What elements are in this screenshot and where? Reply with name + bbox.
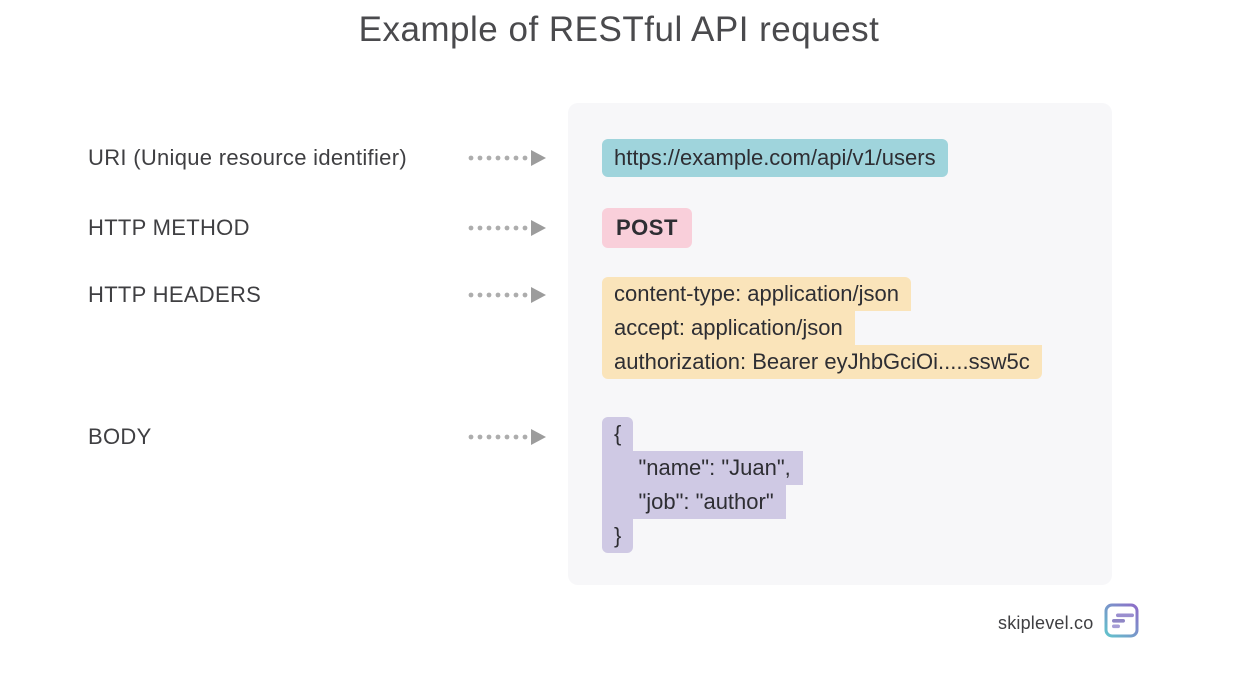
body-line: "name": "Juan", bbox=[602, 451, 803, 485]
http-method-value: POST bbox=[602, 208, 692, 248]
page-title: Example of RESTful API request bbox=[358, 10, 880, 49]
header-line: authorization: Bearer eyJhbGciOi.....ssw… bbox=[602, 345, 1042, 379]
header-line: accept: application/json bbox=[602, 311, 855, 345]
request-panel: https://example.com/api/v1/users POST co… bbox=[568, 103, 1112, 585]
request-body-block: { "name": "Juan", "job": "author" } bbox=[602, 417, 803, 553]
dotted-arrow-icon bbox=[468, 149, 548, 167]
body-line: { bbox=[602, 417, 634, 451]
brand-text: skiplevel.co bbox=[998, 612, 1094, 633]
dotted-arrow-icon bbox=[468, 428, 548, 446]
dotted-arrow-icon bbox=[468, 286, 548, 304]
uri-value: https://example.com/api/v1/users bbox=[602, 139, 948, 177]
label-body: BODY bbox=[88, 424, 152, 449]
label-uri: URI (Unique resource identifier) bbox=[88, 145, 407, 170]
header-line: content-type: application/json bbox=[602, 277, 911, 311]
brand-footer: skiplevel.co bbox=[998, 602, 1141, 644]
body-line: "job": "author" bbox=[602, 485, 786, 519]
label-http-method: HTTP METHOD bbox=[88, 215, 250, 240]
label-http-headers: HTTP HEADERS bbox=[88, 282, 262, 307]
body-line: } bbox=[602, 519, 634, 553]
skiplevel-logo-icon bbox=[1103, 601, 1141, 646]
dotted-arrow-icon bbox=[468, 219, 548, 237]
http-headers-block: content-type: application/json accept: a… bbox=[602, 277, 1042, 379]
